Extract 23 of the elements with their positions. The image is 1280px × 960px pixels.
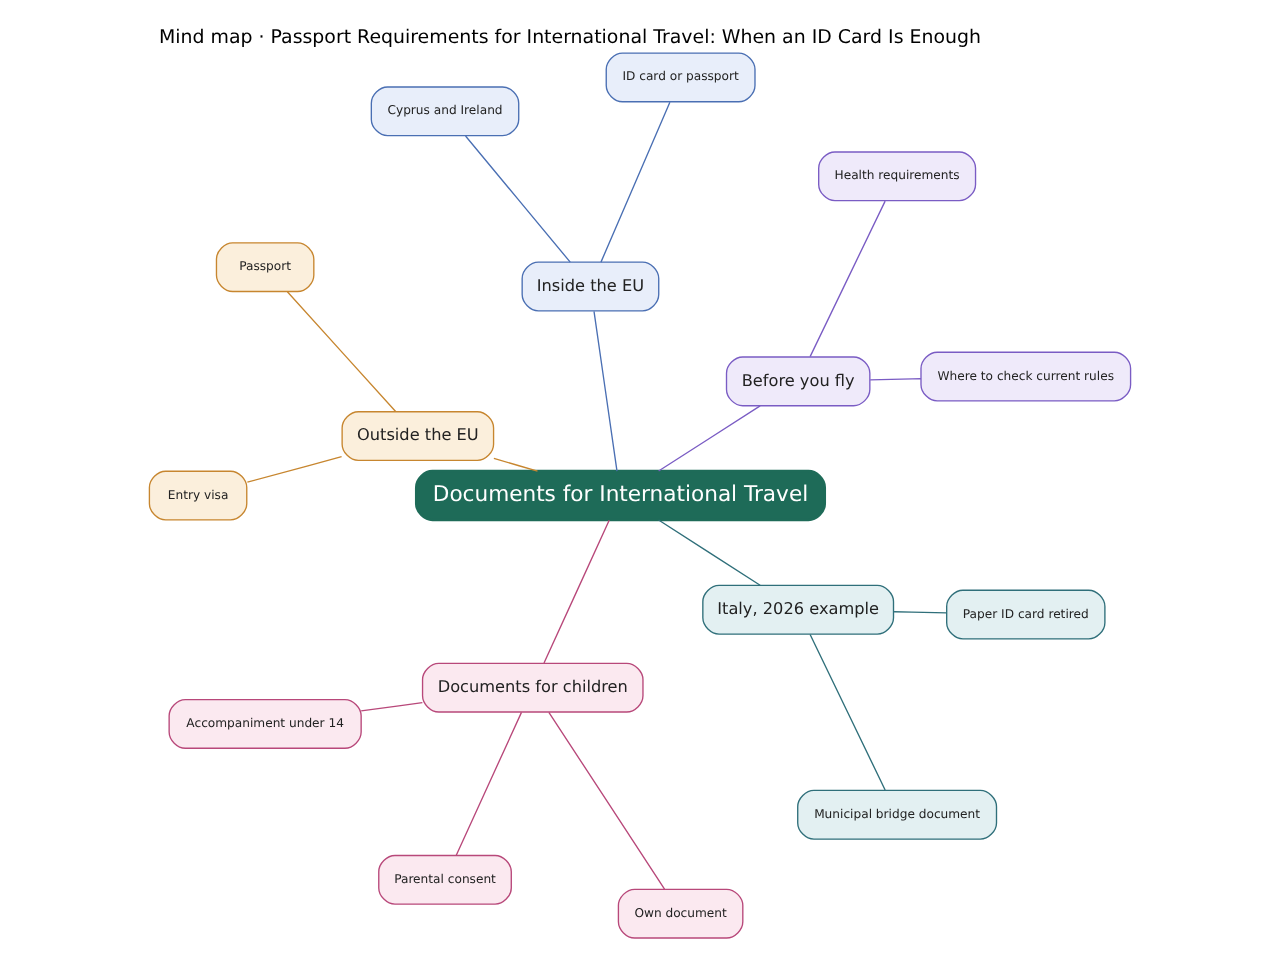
connector	[548, 711, 666, 890]
connector	[543, 519, 610, 664]
node-box: Outside the EU	[341, 411, 495, 462]
connector	[657, 405, 761, 472]
diagram-title: Mind map · Passport Requirements for International Travel: When an ID Card Is Enough	[158, 26, 981, 49]
connector	[246, 456, 343, 483]
node-box: Inside the EU	[521, 261, 660, 312]
connector	[286, 291, 397, 413]
node-box: Italy, 2026 example	[702, 584, 895, 635]
connector	[360, 701, 424, 712]
connector	[593, 310, 618, 472]
connector	[809, 200, 886, 358]
node-box: Documents for International Travel	[414, 469, 827, 522]
connector	[464, 135, 571, 263]
connector	[600, 101, 671, 263]
connector	[869, 378, 922, 381]
connector	[657, 519, 761, 586]
connector	[455, 711, 523, 856]
connector	[809, 633, 886, 791]
node-box: Before you fly	[725, 356, 871, 407]
connector	[493, 457, 539, 472]
node-box: Documents for children	[421, 662, 644, 713]
connector	[893, 611, 948, 614]
